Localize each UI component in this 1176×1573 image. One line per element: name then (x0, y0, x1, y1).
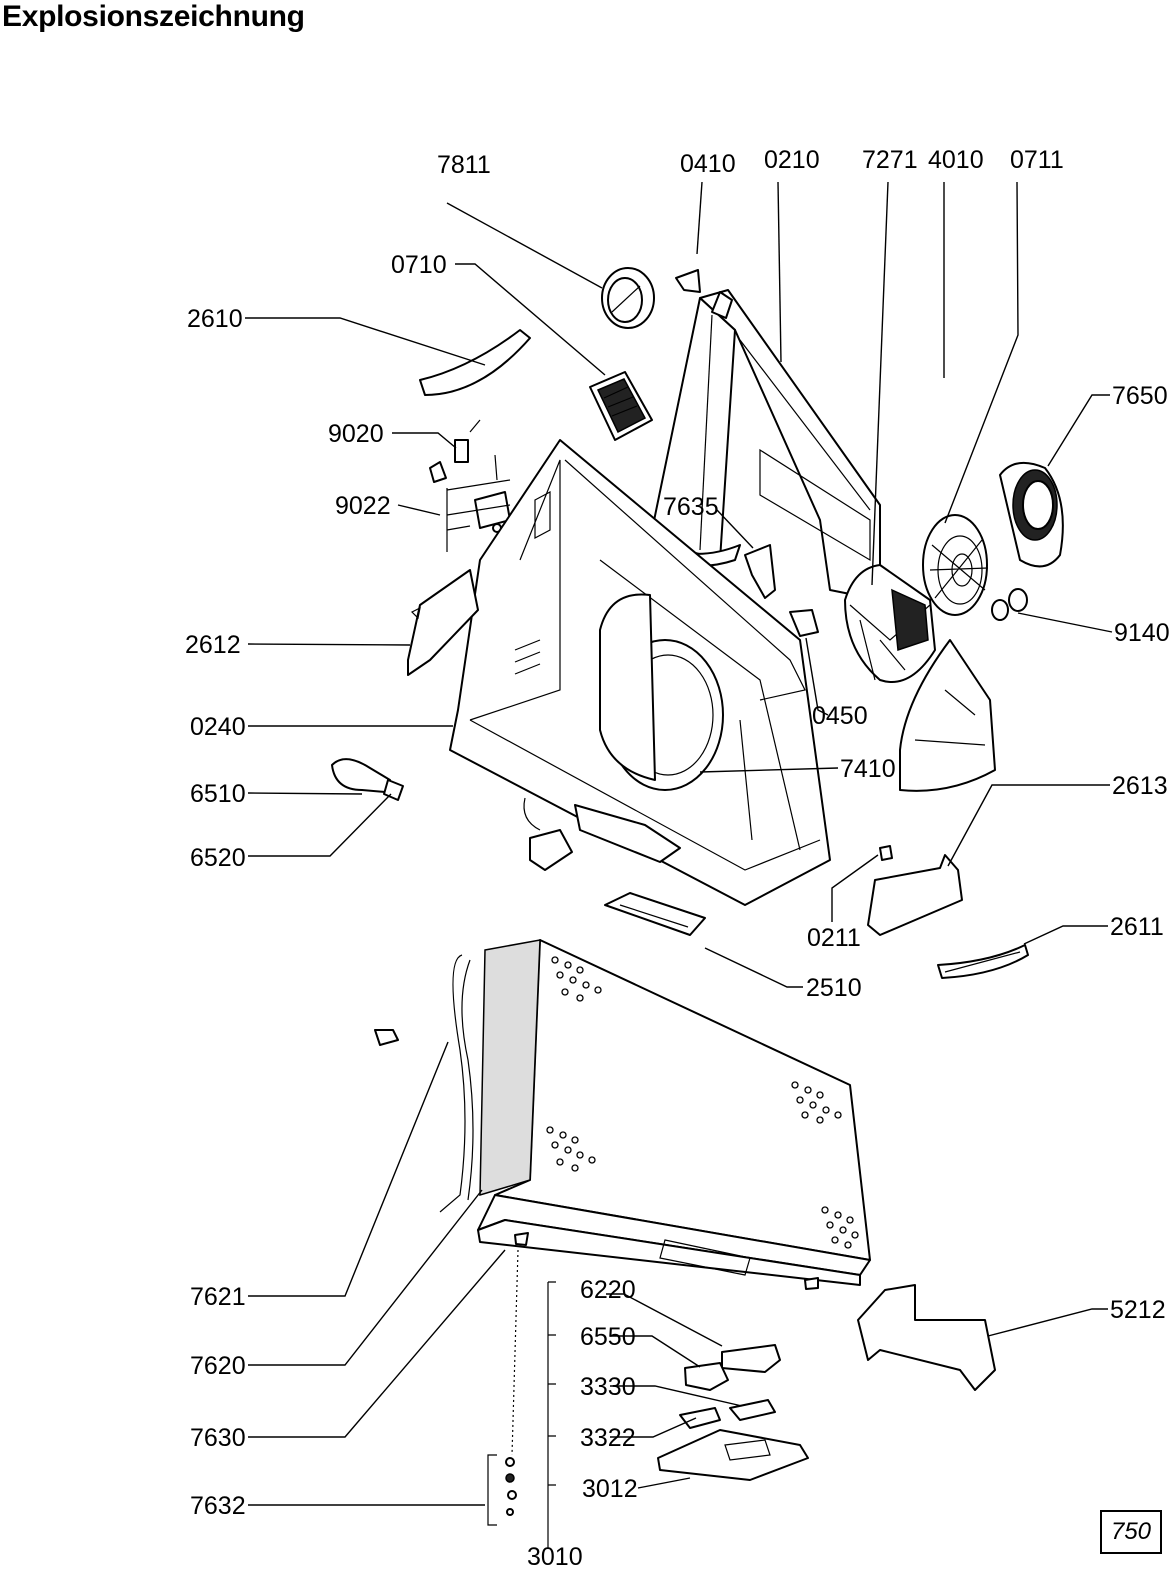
label-3322: 3322 (580, 1424, 636, 1452)
page-title: Explosionszeichnung (2, 0, 305, 33)
part-6550 (684, 1362, 729, 1391)
cap-7811 (601, 267, 655, 329)
bracket-2613 (867, 854, 963, 936)
label-7621: 7621 (190, 1283, 246, 1311)
label-0211: 0211 (807, 924, 861, 952)
label-5212: 5212 (1110, 1296, 1166, 1324)
bracket-7635 (744, 544, 776, 599)
screws-7632 (487, 1249, 519, 1526)
leader-lines (245, 181, 1113, 1506)
diffuser-2510 (604, 892, 706, 936)
label-3010: 3010 (527, 1543, 583, 1571)
clip-0410 (675, 269, 701, 293)
power-cord (523, 797, 573, 871)
label-9022: 9022 (335, 492, 391, 520)
duct-4010 (899, 639, 996, 792)
trim-2610 (419, 329, 531, 396)
hardware-9020-9022 (429, 419, 511, 552)
label-7811: 7811 (437, 151, 491, 179)
part-3322 (679, 1407, 721, 1429)
part-3330 (729, 1399, 776, 1421)
label-2610: 2610 (187, 305, 243, 333)
label-4010: 4010 (928, 146, 984, 174)
label-7635: 7635 (663, 493, 719, 521)
front-panel (374, 939, 871, 1290)
clip-0211 (879, 845, 893, 861)
label-9020: 9020 (328, 420, 384, 448)
label-2510: 2510 (806, 974, 862, 1002)
page-number: 750 (1110, 1518, 1152, 1545)
label-7632: 7632 (190, 1492, 246, 1520)
part-number-labels: 7811 0410 0210 7271 4010 0711 0710 2610 … (185, 146, 1170, 1571)
page-number-box: 750 (1100, 1510, 1162, 1554)
label-7620: 7620 (190, 1352, 246, 1380)
filter-7650 (999, 461, 1064, 568)
label-7630: 7630 (190, 1424, 246, 1452)
label-6550: 6550 (580, 1323, 636, 1351)
label-6520: 6520 (190, 844, 246, 872)
label-7650: 7650 (1112, 382, 1168, 410)
parts-drawing (331, 267, 1064, 1548)
label-3330: 3330 (580, 1373, 636, 1401)
ring-9140-b (991, 599, 1009, 621)
ring-9140-a (1008, 588, 1028, 612)
bracket-2612 (407, 569, 479, 676)
hood-body-0240 (449, 439, 831, 906)
part-6220 (721, 1344, 781, 1373)
label-0410: 0410 (680, 150, 736, 178)
grid-0711 (922, 514, 989, 616)
label-2611: 2611 (1110, 913, 1164, 941)
label-0240: 0240 (190, 713, 246, 741)
filter-0710 (589, 371, 653, 441)
label-7410: 7410 (840, 755, 896, 783)
cover-5212 (857, 1284, 996, 1391)
clip-0450 (789, 609, 819, 637)
label-9140: 9140 (1114, 619, 1170, 647)
board-3012 (657, 1429, 809, 1481)
label-0711: 0711 (1010, 146, 1064, 174)
label-2613: 2613 (1112, 772, 1168, 800)
label-0210: 0210 (764, 146, 820, 174)
label-0710: 0710 (391, 251, 447, 279)
label-2612: 2612 (185, 631, 241, 659)
bulb-6510 (331, 758, 404, 801)
group-bracket-3010 (547, 1281, 556, 1548)
label-6510: 6510 (190, 780, 246, 808)
label-7271: 7271 (862, 146, 918, 174)
label-6220: 6220 (580, 1276, 636, 1304)
label-3012: 3012 (582, 1475, 638, 1503)
fan-housing-7271 (844, 564, 936, 683)
label-0450: 0450 (812, 702, 868, 730)
